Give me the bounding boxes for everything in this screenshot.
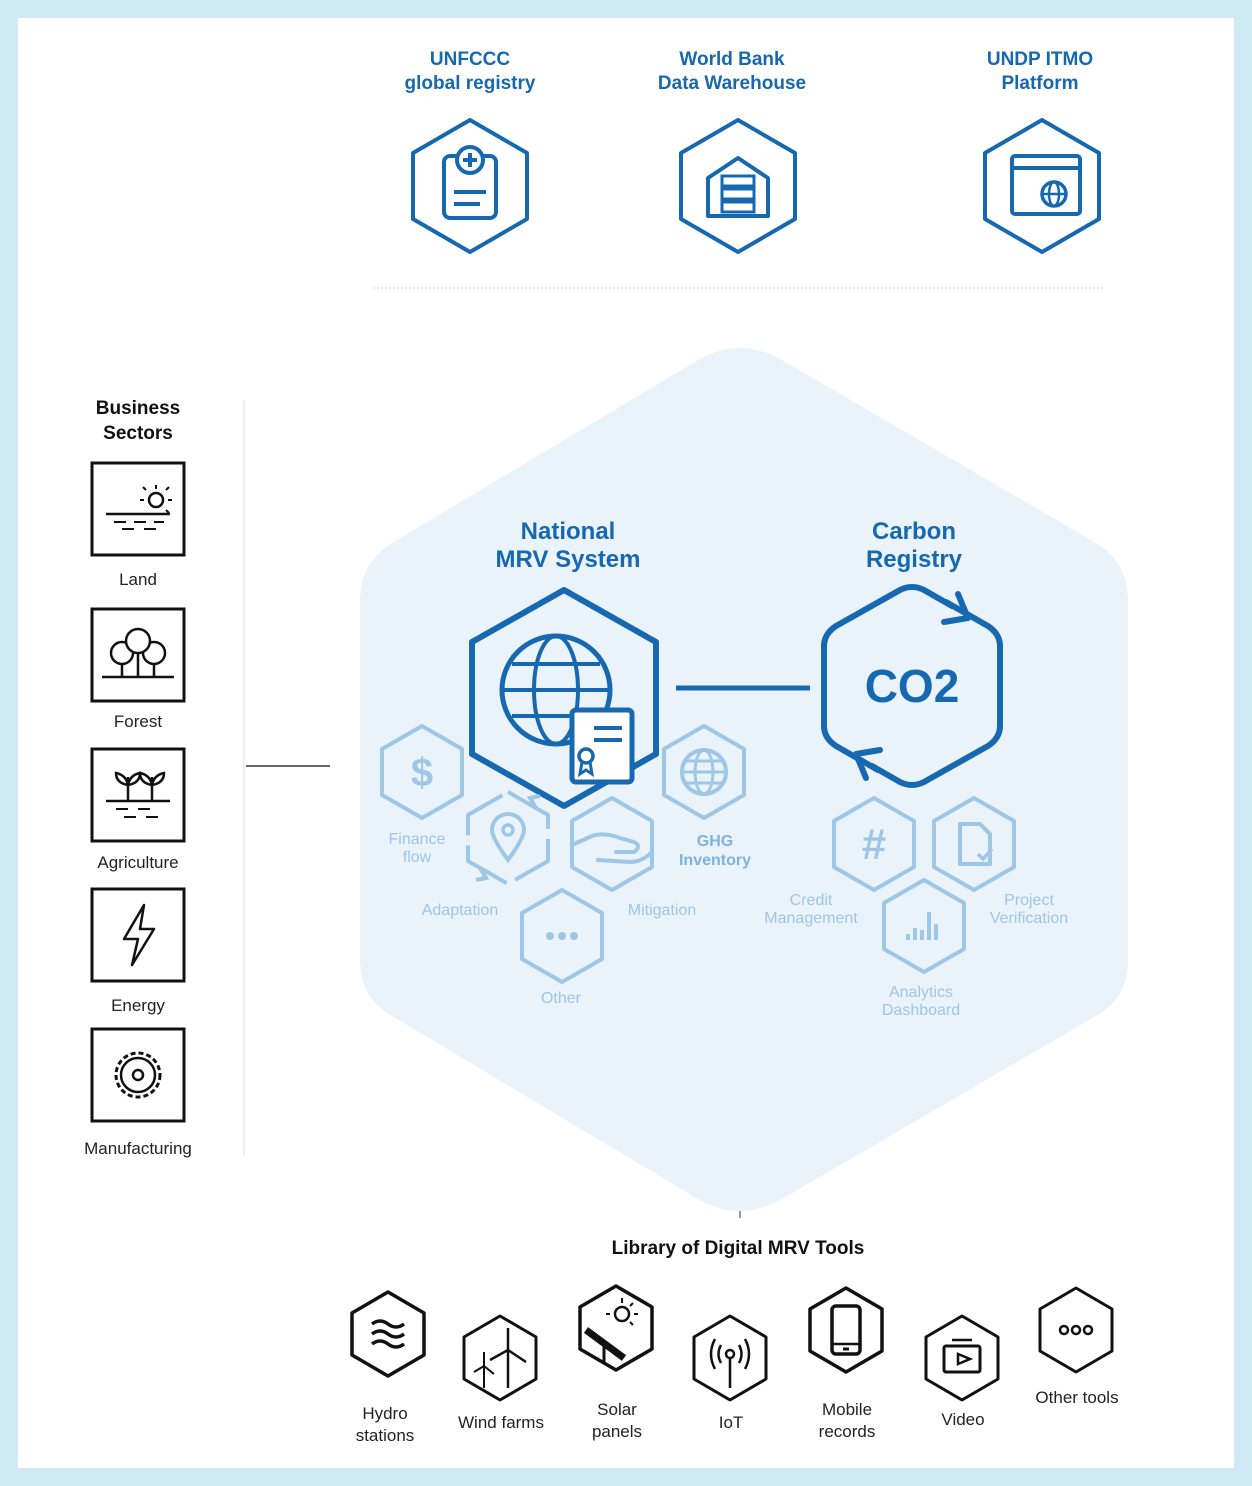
tool-label-solar-panels: Solar panels <box>591 1400 643 1441</box>
mobile-phone-icon <box>808 1286 884 1374</box>
module-label-finance-flow: Finance flow <box>388 831 446 866</box>
unfccc-label: UNFCCC global registry <box>404 49 536 94</box>
registry-document-icon <box>411 118 529 254</box>
document-check-icon <box>932 796 1016 892</box>
tool-label-mobile-records: Mobile records <box>818 1400 876 1441</box>
module-label-credit-management: Credit Management <box>764 892 858 927</box>
svg-text:#: # <box>862 820 886 869</box>
energy-lightning-icon <box>90 887 186 983</box>
server-warehouse-icon <box>679 118 797 254</box>
globe-icon <box>662 724 746 820</box>
globe-certificate-icon <box>469 587 659 809</box>
dots-icon <box>520 888 604 984</box>
library-title: Library of Digital MRV Tools <box>611 1238 865 1259</box>
mrv-system-title: National MRV System <box>495 518 641 573</box>
module-label-mitigation: Mitigation <box>627 902 697 919</box>
sector-label-land: Land <box>119 570 157 589</box>
module-label-other: Other <box>540 990 581 1007</box>
location-pin-icon <box>466 790 550 886</box>
browser-globe-icon <box>983 118 1101 254</box>
svg-text:$: $ <box>411 751 433 795</box>
bar-chart-icon <box>882 878 966 974</box>
forest-trees-icon <box>90 607 186 703</box>
tool-label-video: Video <box>941 1410 985 1429</box>
antenna-icon <box>692 1314 768 1402</box>
water-waves-icon <box>350 1290 426 1378</box>
co2-text: CO2 <box>865 660 960 712</box>
diagram-canvas: $ # <box>90 118 1128 1402</box>
sector-label-agriculture: Agriculture <box>97 853 179 872</box>
video-play-icon <box>924 1314 1000 1402</box>
tool-label-wind-farms: Wind farms <box>458 1413 544 1432</box>
tool-label-other-tools: Other tools <box>1035 1388 1119 1407</box>
other-tools-dots-icon <box>1038 1286 1114 1374</box>
world-bank-label: World Bank Data Warehouse <box>657 49 807 94</box>
wind-turbine-icon <box>462 1314 538 1402</box>
land-sun-icon <box>90 461 186 557</box>
solar-panel-icon <box>578 1284 654 1372</box>
module-label-analytics-dashboard: Analytics Dashboard <box>881 984 961 1019</box>
hand-icon <box>570 796 654 892</box>
module-label-project-verification: Project Verification <box>989 892 1069 927</box>
carbon-registry-title: Carbon Registry <box>865 518 963 573</box>
cycle-arrows-icon <box>821 584 1003 788</box>
dollar-icon: $ <box>380 724 464 820</box>
module-label-adaptation: Adaptation <box>421 902 499 919</box>
tool-label-iot: IoT <box>718 1413 744 1432</box>
sector-label-manufacturing: Manufacturing <box>84 1139 192 1158</box>
undp-itmo-label: UNDP ITMO Platform <box>986 49 1094 94</box>
sector-label-energy: Energy <box>111 996 165 1015</box>
manufacturing-gear-icon <box>90 1027 186 1123</box>
diagram-frame: $ # <box>18 18 1234 1468</box>
agriculture-plants-icon <box>90 747 186 843</box>
business-sectors-title: Business Sectors <box>95 398 181 444</box>
module-label-ghg-inventory: GHG Inventory <box>678 833 751 869</box>
sector-label-forest: Forest <box>113 712 163 731</box>
tool-label-hydro-stations: Hydro stations <box>355 1404 415 1445</box>
hash-icon: # <box>832 796 916 892</box>
